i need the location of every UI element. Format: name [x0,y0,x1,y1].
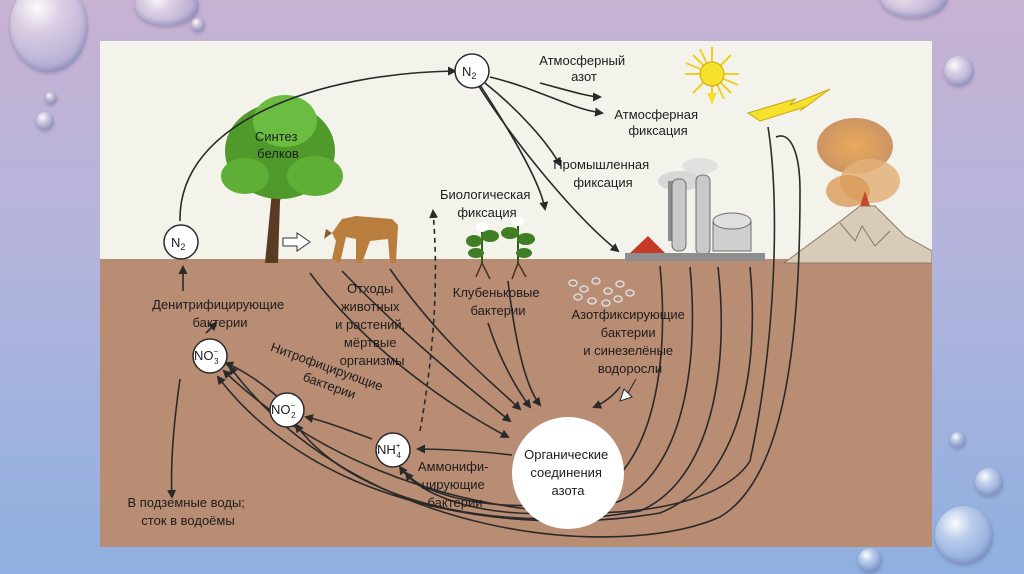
bubble-decoration [858,548,882,572]
arrow-tree-to-organic [309,272,510,438]
nitrogen-cycle-diagram: Синтез белков [100,41,932,547]
food-arrow-icon [282,232,311,252]
bubble-decoration [950,432,966,448]
svg-text:N2: N2 [462,64,476,81]
bubble-decoration [135,0,199,26]
atm-fixation-label: Атмосферная фиксация [614,107,701,138]
loop-factory-to-no3 [216,266,754,522]
bio-fixation-label: Биологическая фиксация [440,187,534,220]
bubble-decoration [935,506,993,564]
lightning-icon [746,88,831,122]
svg-text:NO−3: NO−3 [194,347,219,366]
loop-volcano-to-no3 [228,135,801,538]
waste-label: Отходы животных и растений, мёртвые орга… [335,281,409,368]
loop-to-no2 [294,266,723,520]
protein-synthesis-label: Синтез белков [255,129,301,161]
volcano-icon [782,118,932,264]
nodule-label: Клубеньковые бактерии [453,285,543,318]
ammonifying-label: Аммонифи- цирующие бактерии [418,459,492,510]
arrow-n2-to-atmosphere [179,66,457,222]
svg-text:N2: N2 [171,235,185,252]
arrow-no3-up [205,321,218,334]
azotobacter-label: Азотфиксирующие бактерии и синезелёные в… [571,307,688,376]
no3-node: NO−3 [192,338,228,374]
sun-icon [685,47,739,105]
bacteria-cluster-icon [568,277,635,307]
tree-icon [221,95,343,263]
arrow-no2-to-no3 [224,361,281,400]
arrow-to-groundwater [167,378,181,499]
bubble-decoration [975,468,1003,496]
arrow-to-bio-fixation [479,84,549,211]
svg-text:NO−2: NO−2 [271,401,296,420]
arrow-nh4-to-plants-dashed [419,209,439,432]
arrow-nodule-to-organic [487,322,532,409]
arrow-plants-to-organic [507,280,542,407]
organic-compounds-node: Органические соединения азота [512,417,624,529]
hollow-arrow-icon [619,378,637,402]
no2-node: NO−2 [269,392,305,428]
factory-icon [625,158,765,261]
bubble-decoration [880,0,948,18]
bubble-decoration [10,0,88,72]
bubble-decoration [45,92,57,104]
bubble-decoration [36,112,54,130]
arrow-deer-to-organic [389,268,522,411]
svg-text:Органические соединения: Органические соединения азота [524,447,612,498]
nh4-node: NH+4 [375,432,411,468]
arrow-to-industrial-fixation [484,82,561,167]
arrow-azotobacter-to-organic [592,386,621,409]
groundwater-label: В подземные воды; сток в водоёмы [127,495,248,528]
arrow-organic-to-nh4 [416,444,513,456]
loop-lightning-to-no3 [222,126,776,514]
plant-icon [466,216,535,280]
arrow-nh4-to-no2 [304,414,373,440]
arrow-to-factory [477,84,620,253]
bubble-decoration [944,56,974,86]
arrow-waste-to-organic [341,270,512,423]
deer-icon [324,216,398,263]
arrow-to-atm-fixation [489,76,604,117]
arrow-from-atm-nitrogen [539,82,602,102]
n2-top-node: N2 [454,53,490,89]
bubble-decoration [191,18,205,32]
atm-nitrogen-label: Атмосферный азот [539,53,629,84]
industrial-fixation-label: Промышленная фиксация [553,157,653,190]
denitrifying-label: Денитрифицирующие бактерии [152,297,288,330]
n2-left-node: N2 [163,224,199,260]
svg-text:NH+4: NH+4 [377,441,401,460]
loop-to-nh4 [398,266,694,515]
